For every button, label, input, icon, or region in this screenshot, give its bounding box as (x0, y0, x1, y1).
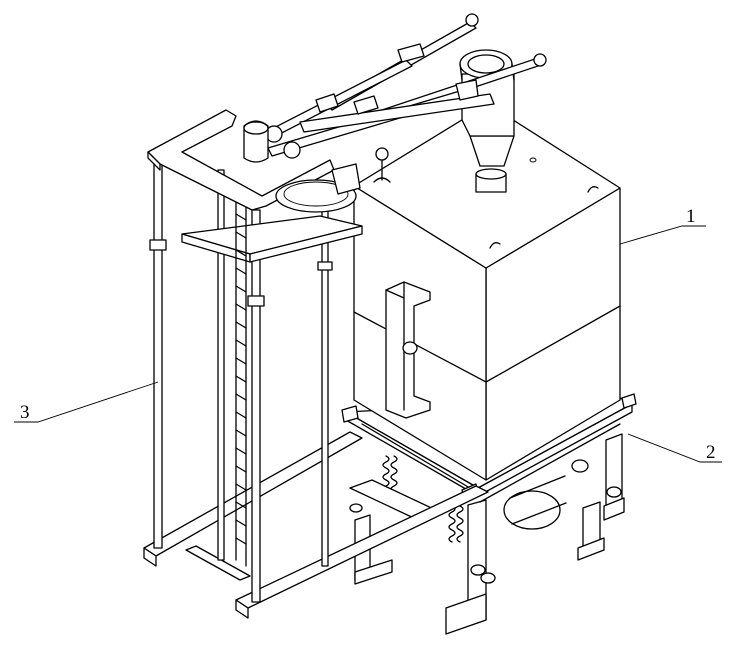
label-2: 2 (706, 442, 716, 463)
motor (503, 490, 561, 530)
label-1: 1 (686, 206, 696, 227)
leader-line-2 (627, 433, 722, 463)
label-leaders: 1 2 3 (14, 206, 722, 463)
lead-screw (235, 199, 247, 567)
label-3: 3 (20, 402, 30, 423)
leader-line-1 (619, 225, 706, 245)
frame-post (153, 161, 163, 549)
screw-lifting-frame (143, 109, 489, 619)
top-rod-assembly (243, 13, 547, 183)
leader-line-3 (14, 381, 159, 423)
lifting-hook-icon (489, 242, 501, 249)
